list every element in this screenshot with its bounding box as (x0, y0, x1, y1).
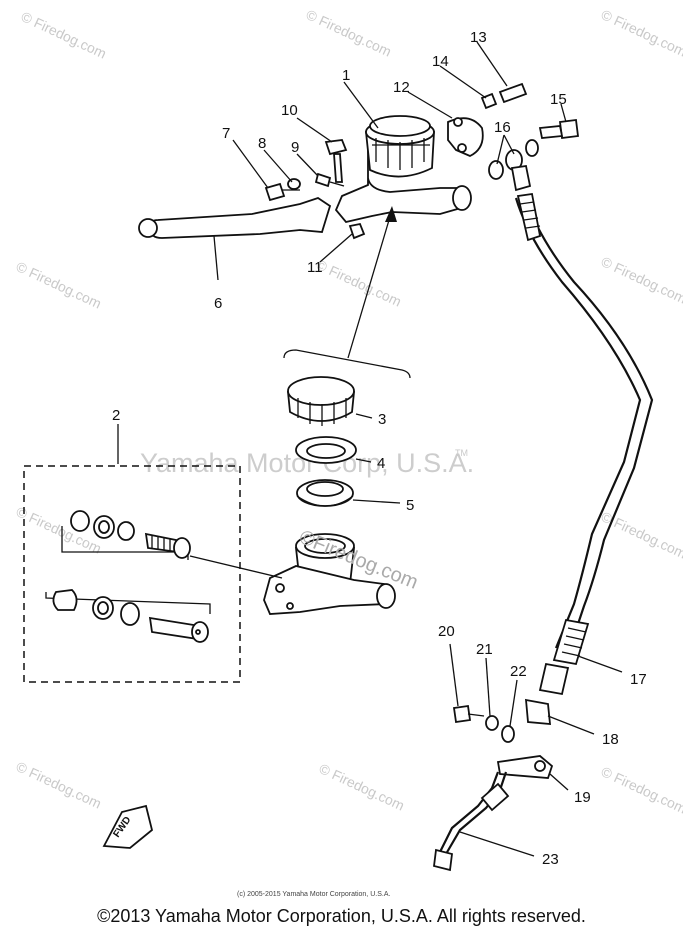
callout-21: 21 (476, 641, 493, 658)
watermark-site: © Firedog.com (19, 8, 109, 61)
watermark-site: © Firedog.com (599, 763, 683, 816)
watermark-site: © Firedog.com (599, 508, 683, 561)
watermark-trademark: TM (455, 448, 468, 458)
leader-lines-mid (352, 413, 401, 504)
brake-hose (514, 192, 654, 696)
watermark-site: © Firedog.com (14, 503, 104, 556)
piston-kit-box (23, 424, 283, 683)
callout-3: 3 (378, 411, 386, 428)
callout-5: 5 (406, 497, 414, 514)
fwd-arrow-icon: FWD (102, 804, 154, 849)
callout-2: 2 (112, 407, 120, 424)
small-copyright: (c) 2005-2015 Yamaha Motor Corporation, … (237, 891, 390, 898)
watermark-site: © Firedog.com (317, 760, 407, 813)
callout-7: 7 (222, 125, 230, 142)
callout-4: 4 (377, 455, 385, 472)
callout-22: 22 (510, 663, 527, 680)
callout-13: 13 (470, 29, 487, 46)
callout-6: 6 (214, 295, 222, 312)
master-cylinder-upper (138, 82, 580, 240)
cap-and-diaphragm (287, 376, 357, 507)
watermark-site: © Firedog.com (304, 6, 394, 59)
leader-lines-upper (213, 41, 567, 281)
watermark-site: © Firedog.com (14, 258, 104, 311)
callout-12: 12 (393, 79, 410, 96)
callout-16: 16 (494, 119, 511, 136)
watermark-site: © Firedog.com (314, 256, 404, 309)
callout-11: 11 (307, 259, 323, 276)
watermark-site: © Firedog.com (599, 6, 683, 59)
callout-9: 9 (291, 139, 299, 156)
callout-20: 20 (438, 623, 455, 640)
callout-19: 19 (574, 789, 591, 806)
callout-23: 23 (542, 851, 559, 868)
callout-18: 18 (602, 731, 619, 748)
footer-copyright: ©2013 Yamaha Motor Corporation, U.S.A. A… (97, 906, 586, 926)
callout-14: 14 (432, 53, 449, 70)
callout-15: 15 (550, 91, 567, 108)
watermark-site: © Firedog.com (14, 758, 104, 811)
callout-10: 10 (281, 102, 298, 119)
assembly-arrow (283, 206, 411, 379)
master-cylinder-lower (263, 533, 396, 615)
callout-1: 1 (342, 67, 350, 84)
callout-17: 17 (630, 671, 647, 688)
watermark-site: © Firedog.com (599, 253, 683, 306)
callout-8: 8 (258, 135, 266, 152)
lower-fittings (433, 643, 595, 872)
